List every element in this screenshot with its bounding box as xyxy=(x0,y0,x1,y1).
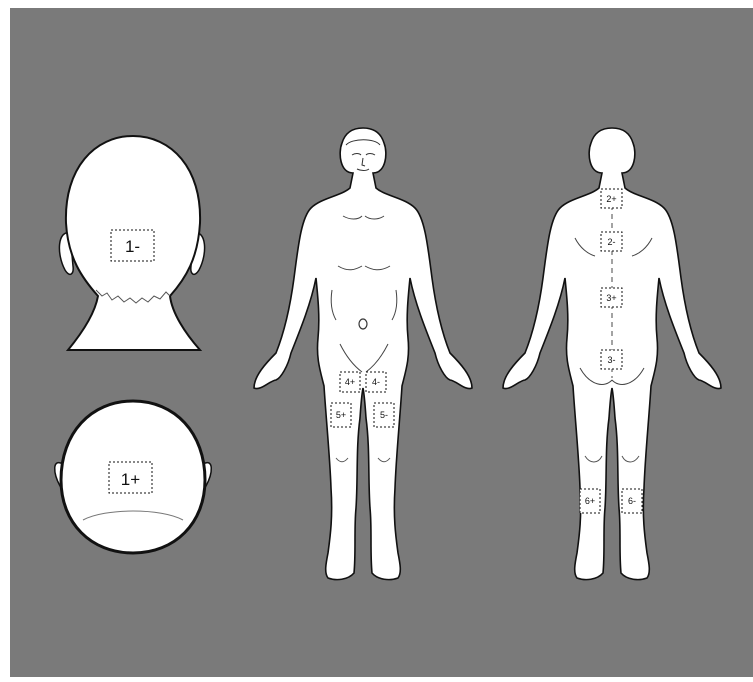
electrode-label-5-plus: 5+ xyxy=(336,410,346,420)
body-front-view xyxy=(254,128,472,580)
electrode-label-5-minus: 5- xyxy=(380,410,388,420)
electrode-label-4-plus: 4+ xyxy=(345,377,355,387)
electrode-label-6-minus: 6- xyxy=(628,496,636,506)
electrode-placement-diagram: 1- 1+ 2+ 2- 3+ 3- 4+ 4- 5+ 5- 6+ 6- xyxy=(10,8,753,677)
diagram-canvas: 1- 1+ 2+ 2- 3+ 3- 4+ 4- 5+ 5- 6+ 6- xyxy=(10,8,753,677)
electrode-label-4-minus: 4- xyxy=(372,377,380,387)
electrode-label-1-minus: 1- xyxy=(125,237,140,256)
electrode-label-2-plus: 2+ xyxy=(606,194,616,204)
electrode-label-1-plus: 1+ xyxy=(121,470,140,489)
electrode-label-3-plus: 3+ xyxy=(606,293,616,303)
electrode-label-6-plus: 6+ xyxy=(585,496,595,506)
electrode-label-3-minus: 3- xyxy=(607,355,615,365)
body-front-outline xyxy=(254,128,472,580)
electrode-label-2-minus: 2- xyxy=(607,237,615,247)
